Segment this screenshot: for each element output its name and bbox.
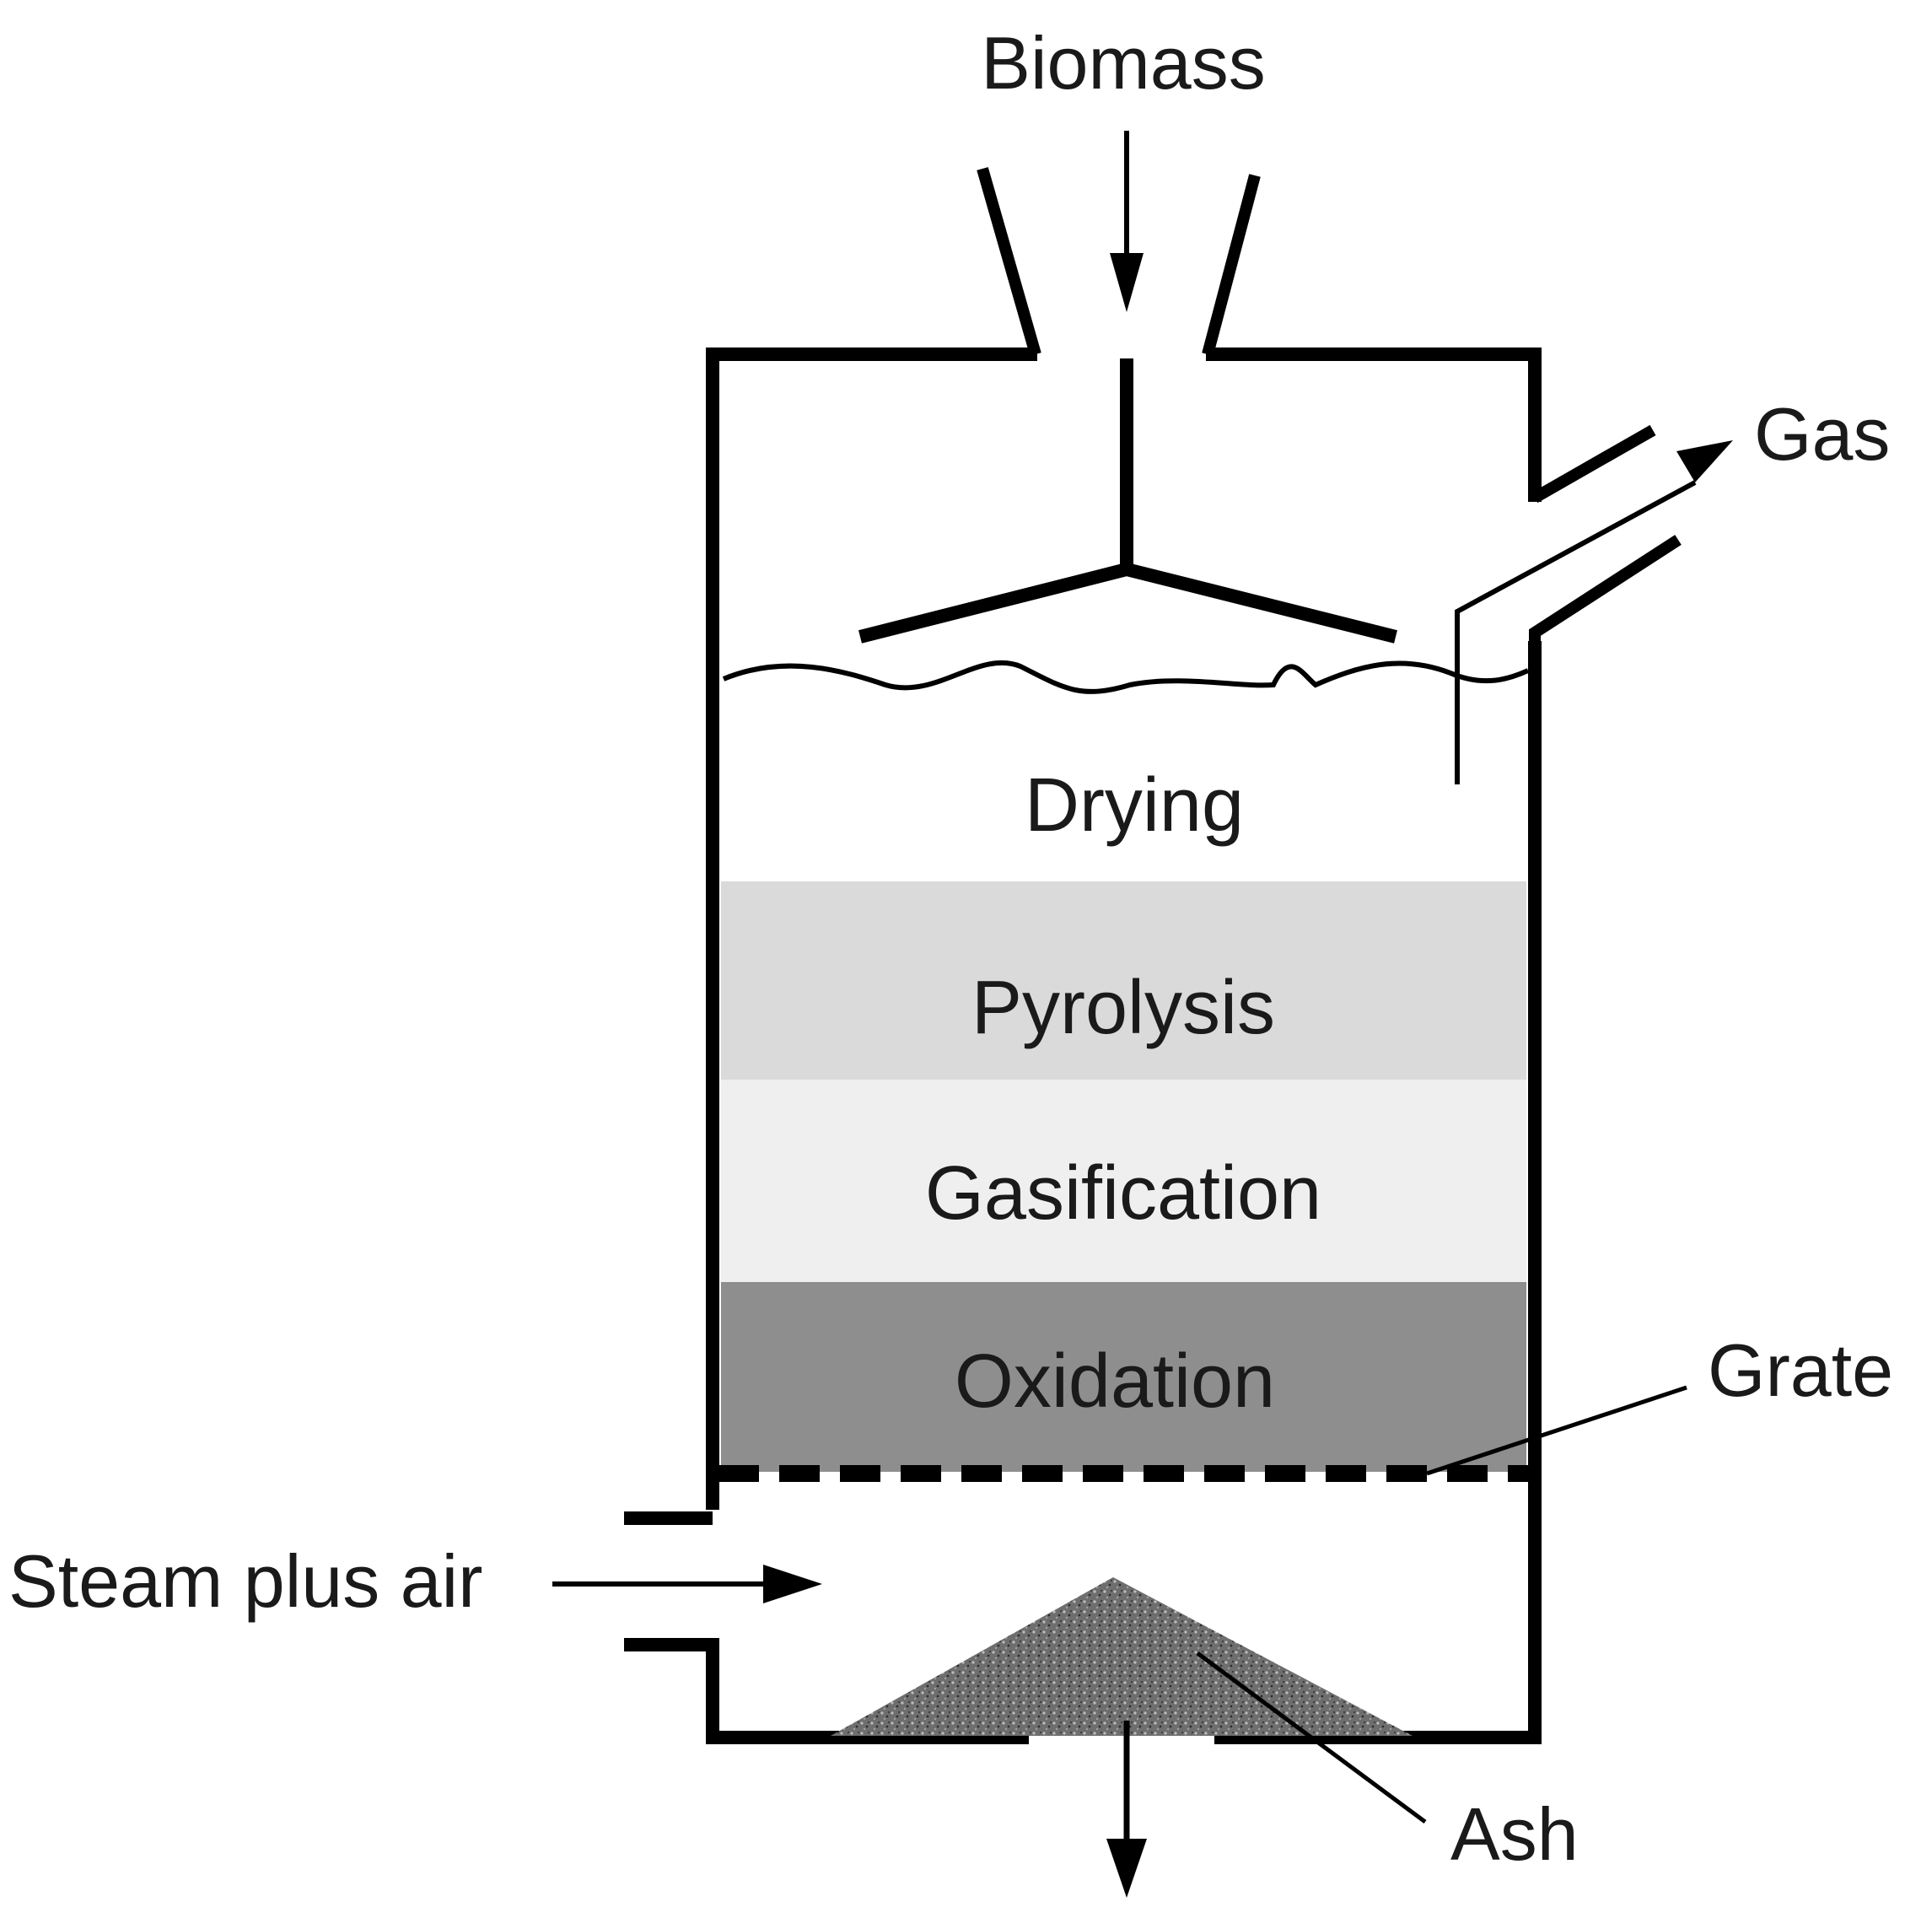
zone-label-pyrolysis: Pyrolysis [971, 966, 1275, 1050]
zone-band-oxidation [721, 1282, 1526, 1472]
biomass-arrow [1110, 131, 1144, 312]
grate-label: Grate [1708, 1328, 1893, 1412]
zone-label-oxidation: Oxidation [955, 1339, 1275, 1424]
zone-band-gasification [721, 1080, 1526, 1282]
zone-band-drying [721, 700, 1526, 881]
distributor [858, 358, 1397, 644]
grate-leader [1426, 1385, 1687, 1476]
ash-label: Ash [1450, 1792, 1579, 1876]
vessel-walls [624, 348, 1542, 1744]
biomass-label: Biomass [981, 21, 1265, 105]
ash-discharge-arrow [1106, 1721, 1147, 1898]
ash-pile [831, 1577, 1413, 1736]
zone-label-drying: Drying [1025, 763, 1244, 848]
zone-band-pyrolysis [721, 881, 1526, 1080]
steam-air-label: Steam plus air [8, 1539, 482, 1623]
zone-label-gasification: Gasification [925, 1151, 1321, 1236]
gas-outlet [1455, 424, 1697, 784]
gas-arrowhead [1676, 440, 1733, 482]
ash-leader [1196, 1651, 1427, 1824]
steam-air-arrow [552, 1565, 822, 1603]
feed-hopper [977, 167, 1261, 356]
fuel-surface-line [722, 660, 1530, 694]
gas-label: Gas [1754, 392, 1890, 476]
